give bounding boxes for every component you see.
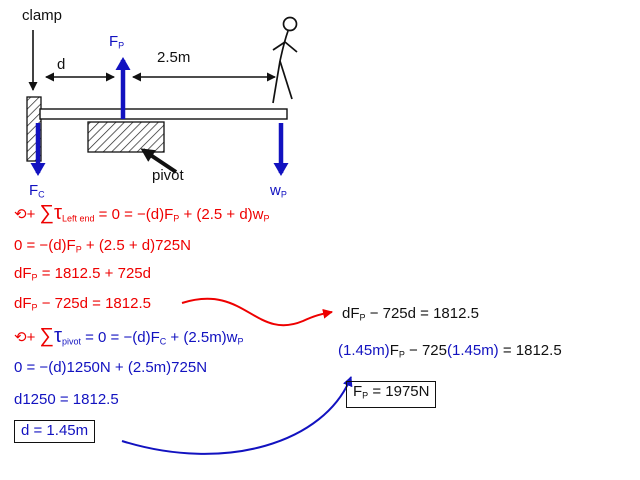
torque-sum-left-end-equation: ⟲+ ∑τLeft end = 0 = −(d)FP + (2.5 + d)wP: [14, 202, 270, 224]
pivot-label: pivot: [152, 167, 184, 184]
length-label: 2.5m: [157, 49, 191, 66]
wp-force-label: wP: [270, 182, 287, 200]
torque-sum-pivot-equation: ⟲+ ∑τpivot = 0 = −(d)FC + (2.5m)wP: [14, 325, 244, 347]
d-result-boxed: d = 1.45m: [14, 420, 96, 443]
fp-substitution-equation: (1.45m)FP − 725(1.45m) = 1812.5: [338, 342, 562, 360]
substitute-725-equation: 0 = −(d)FP + (2.5 + d)725N: [14, 237, 191, 255]
red-connector-arrow: [181, 297, 333, 327]
dfp-isolated-copy-equation: dFP − 725d = 1812.5: [342, 305, 479, 323]
dfp-isolated-equation: dFP − 725d = 1812.5: [14, 295, 151, 313]
fp-force-label: FP: [109, 33, 125, 51]
d1250-equation: d1250 = 1812.5: [14, 391, 119, 408]
substitute-1250-equation: 0 = −(d)1250N + (2.5m)725N: [14, 359, 208, 376]
stick-figure: [272, 16, 298, 104]
fc-force-label: FC: [29, 182, 45, 200]
dfp-expanded-equation: dFP = 1812.5 + 725d: [14, 265, 151, 283]
fp-result-boxed: FP = 1975N: [346, 381, 437, 408]
blue-connector-arrow: [121, 376, 353, 455]
clamp-label: clamp: [22, 7, 63, 24]
diving-board-beam: [39, 108, 288, 120]
pivot-block: [87, 121, 165, 153]
d-dimension-label: d: [57, 56, 66, 73]
pivot-pointer-arrow: [140, 148, 178, 174]
